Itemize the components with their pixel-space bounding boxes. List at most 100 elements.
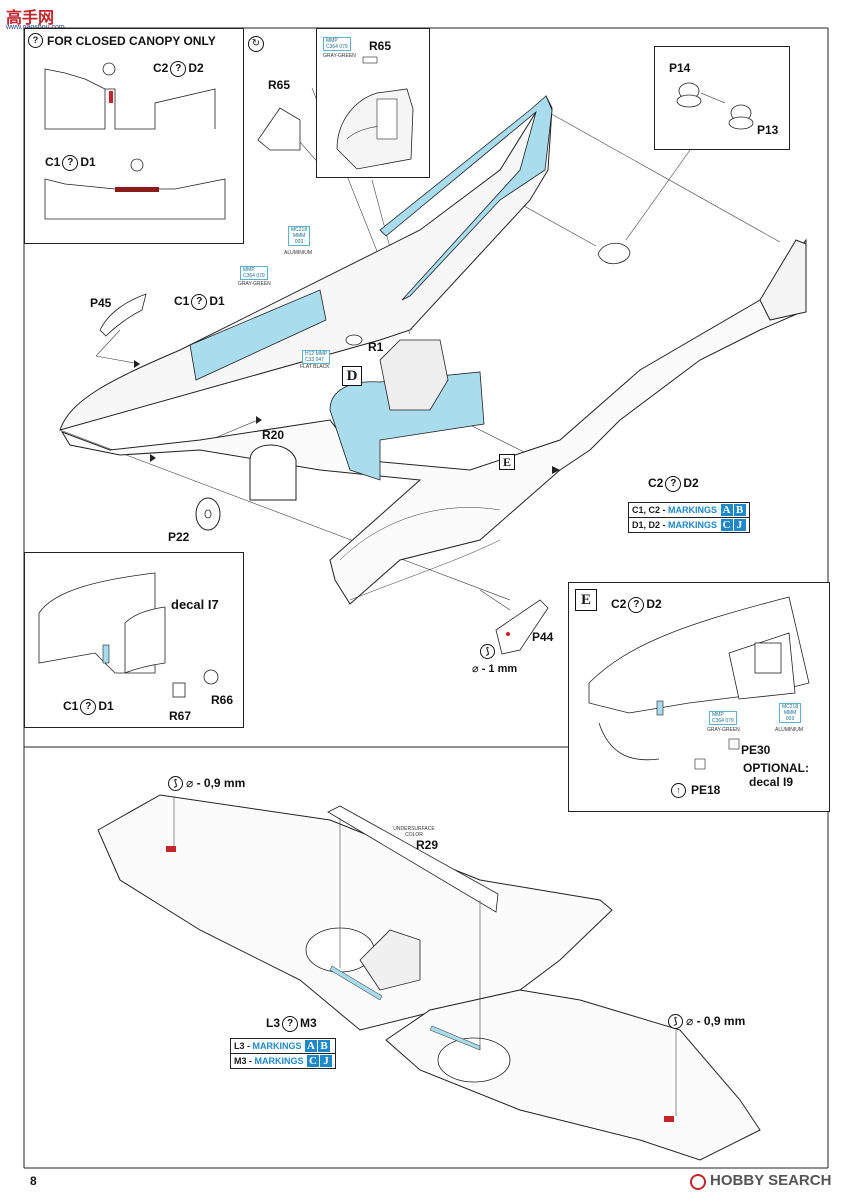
inset-decal-i7: decal I7 C1?D1 R67 R66 — [24, 552, 244, 728]
wing-drill-left: ⌀ - 0,9 mm — [186, 776, 245, 790]
label-c1-d1: C1?D1 — [45, 155, 96, 171]
code-mmp: MMP — [315, 351, 328, 357]
label-c2: C2 — [648, 476, 664, 491]
markings-parts: C1, C2 - — [632, 505, 669, 515]
drill-size: - 1 mm — [481, 663, 518, 675]
label-r67: R67 — [169, 709, 192, 723]
inset-r65: MMP C364 079 GRAY-GREEN R65 — [316, 28, 430, 178]
r65-part-label: R65 — [369, 39, 392, 53]
drill-icon: ⟆ — [480, 644, 495, 659]
label-c2: C2 — [611, 597, 627, 612]
label-optional: OPTIONAL: — [743, 761, 809, 775]
drill-icon: ⟆ — [668, 1014, 683, 1029]
flatblack-code: H12 MMP C33 047 — [302, 350, 331, 364]
question-icon: ? — [62, 155, 79, 171]
code-h12: H12 — [305, 351, 315, 357]
drill-size: - 0,9 mm — [696, 1014, 746, 1028]
code-c364: C364 — [243, 273, 255, 279]
label-c1-d1-decal: C1?D1 — [63, 699, 114, 715]
e-graygreen-name: GRAY-GREEN — [707, 727, 740, 733]
label-r29: R29 — [416, 838, 439, 852]
brand-logo-icon — [690, 1174, 706, 1190]
code-079: 079 — [725, 718, 734, 724]
marking-letter: A — [720, 504, 733, 516]
label-p13: P13 — [757, 123, 779, 137]
label-r1: R1 — [368, 340, 384, 354]
code-079: 079 — [256, 273, 265, 279]
label-c2-d2-e: C2?D2 — [611, 597, 662, 613]
inset-closed-canopy-title: FOR CLOSED CANOPY ONLY — [47, 34, 216, 48]
label-l3: L3 — [266, 1016, 281, 1031]
r65-color-code: MMP C364 079 — [323, 37, 351, 51]
label-d2: D2 — [646, 597, 662, 612]
label-c1: C1 — [63, 699, 79, 714]
code-047: 047 — [315, 357, 324, 363]
markings-parts: M3 - — [234, 1056, 255, 1066]
marking-letter: B — [733, 504, 746, 516]
label-c1: C1 — [45, 155, 61, 170]
question-icon: ? — [170, 61, 187, 77]
label-decal-i7: decal I7 — [171, 597, 219, 612]
label-d1: D1 — [209, 294, 225, 309]
label-c2: C2 — [153, 61, 169, 76]
closed-canopy-drawings — [44, 62, 226, 220]
p44-drill: ⌀ - 1 mm — [472, 662, 517, 675]
code-mmm: MMM — [783, 710, 797, 716]
markings-parts: D1, D2 - — [632, 520, 669, 530]
marking-letter: A — [305, 1040, 318, 1052]
code-c364: C364 — [712, 718, 724, 724]
watermark-chars: 高手网 — [6, 8, 55, 27]
label-pe18: PE18 — [691, 783, 721, 797]
e-graygreen-code: MMP C364 079 — [709, 711, 737, 725]
question-icon: ? — [282, 1016, 299, 1032]
label-r65-main: R65 — [268, 78, 291, 92]
question-icon: ? — [28, 33, 43, 48]
code-mc218: MC218 — [782, 704, 799, 710]
diameter-symbol: ⌀ — [686, 1014, 694, 1028]
label-c1-d1-main: C1?D1 — [174, 294, 225, 310]
aluminium-code: MC218 MMM 003 — [288, 226, 311, 246]
code-mmm: MMM — [292, 233, 306, 239]
label-r66: R66 — [211, 693, 234, 707]
label-decal-i9: decal I9 — [749, 775, 794, 789]
label-d2: D2 — [188, 61, 204, 76]
label-r20: R20 — [262, 428, 285, 442]
question-icon: ? — [191, 294, 208, 310]
label-m3: M3 — [300, 1016, 317, 1031]
code-003: 003 — [294, 239, 304, 245]
markings-word: MARKINGS — [668, 520, 718, 530]
diameter-symbol: ⌀ — [186, 776, 194, 790]
code-c364: C364 — [326, 44, 338, 50]
inset-e: E C2?D2 MMP C364 079 GRAY-GREEN MC218 MM… — [568, 582, 830, 812]
inset-p14-p13: P14 P13 — [654, 46, 790, 150]
label-d1: D1 — [98, 699, 114, 714]
label-p45: P45 — [90, 296, 112, 310]
aluminium-name: ALUMINIUM — [284, 250, 313, 256]
markings-parts: L3 - — [234, 1041, 253, 1051]
code-c33: C33 — [305, 357, 315, 363]
code-mmp: MMP — [326, 38, 338, 44]
code-003: 003 — [785, 716, 795, 722]
e-aluminium-name: ALUMINIUM — [775, 727, 804, 733]
question-icon: ? — [80, 699, 97, 715]
p13-p14-drawing — [676, 82, 754, 130]
rotate-icon: ↻ — [248, 36, 264, 52]
markings-word: MARKINGS — [668, 505, 718, 515]
drill-icon: ⟆ — [168, 776, 183, 791]
graygreen-name: GRAY-GREEN — [238, 281, 271, 287]
box-letter-e: E — [499, 454, 515, 470]
label-d2: D2 — [683, 476, 699, 491]
box-letter-e-inset: E — [575, 589, 597, 611]
label-pe30: PE30 — [741, 743, 771, 757]
marking-letter: C — [720, 519, 733, 531]
drill-size: - 0,9 mm — [196, 776, 246, 790]
e-aluminium-code: MC218 MMM 003 — [779, 703, 802, 723]
